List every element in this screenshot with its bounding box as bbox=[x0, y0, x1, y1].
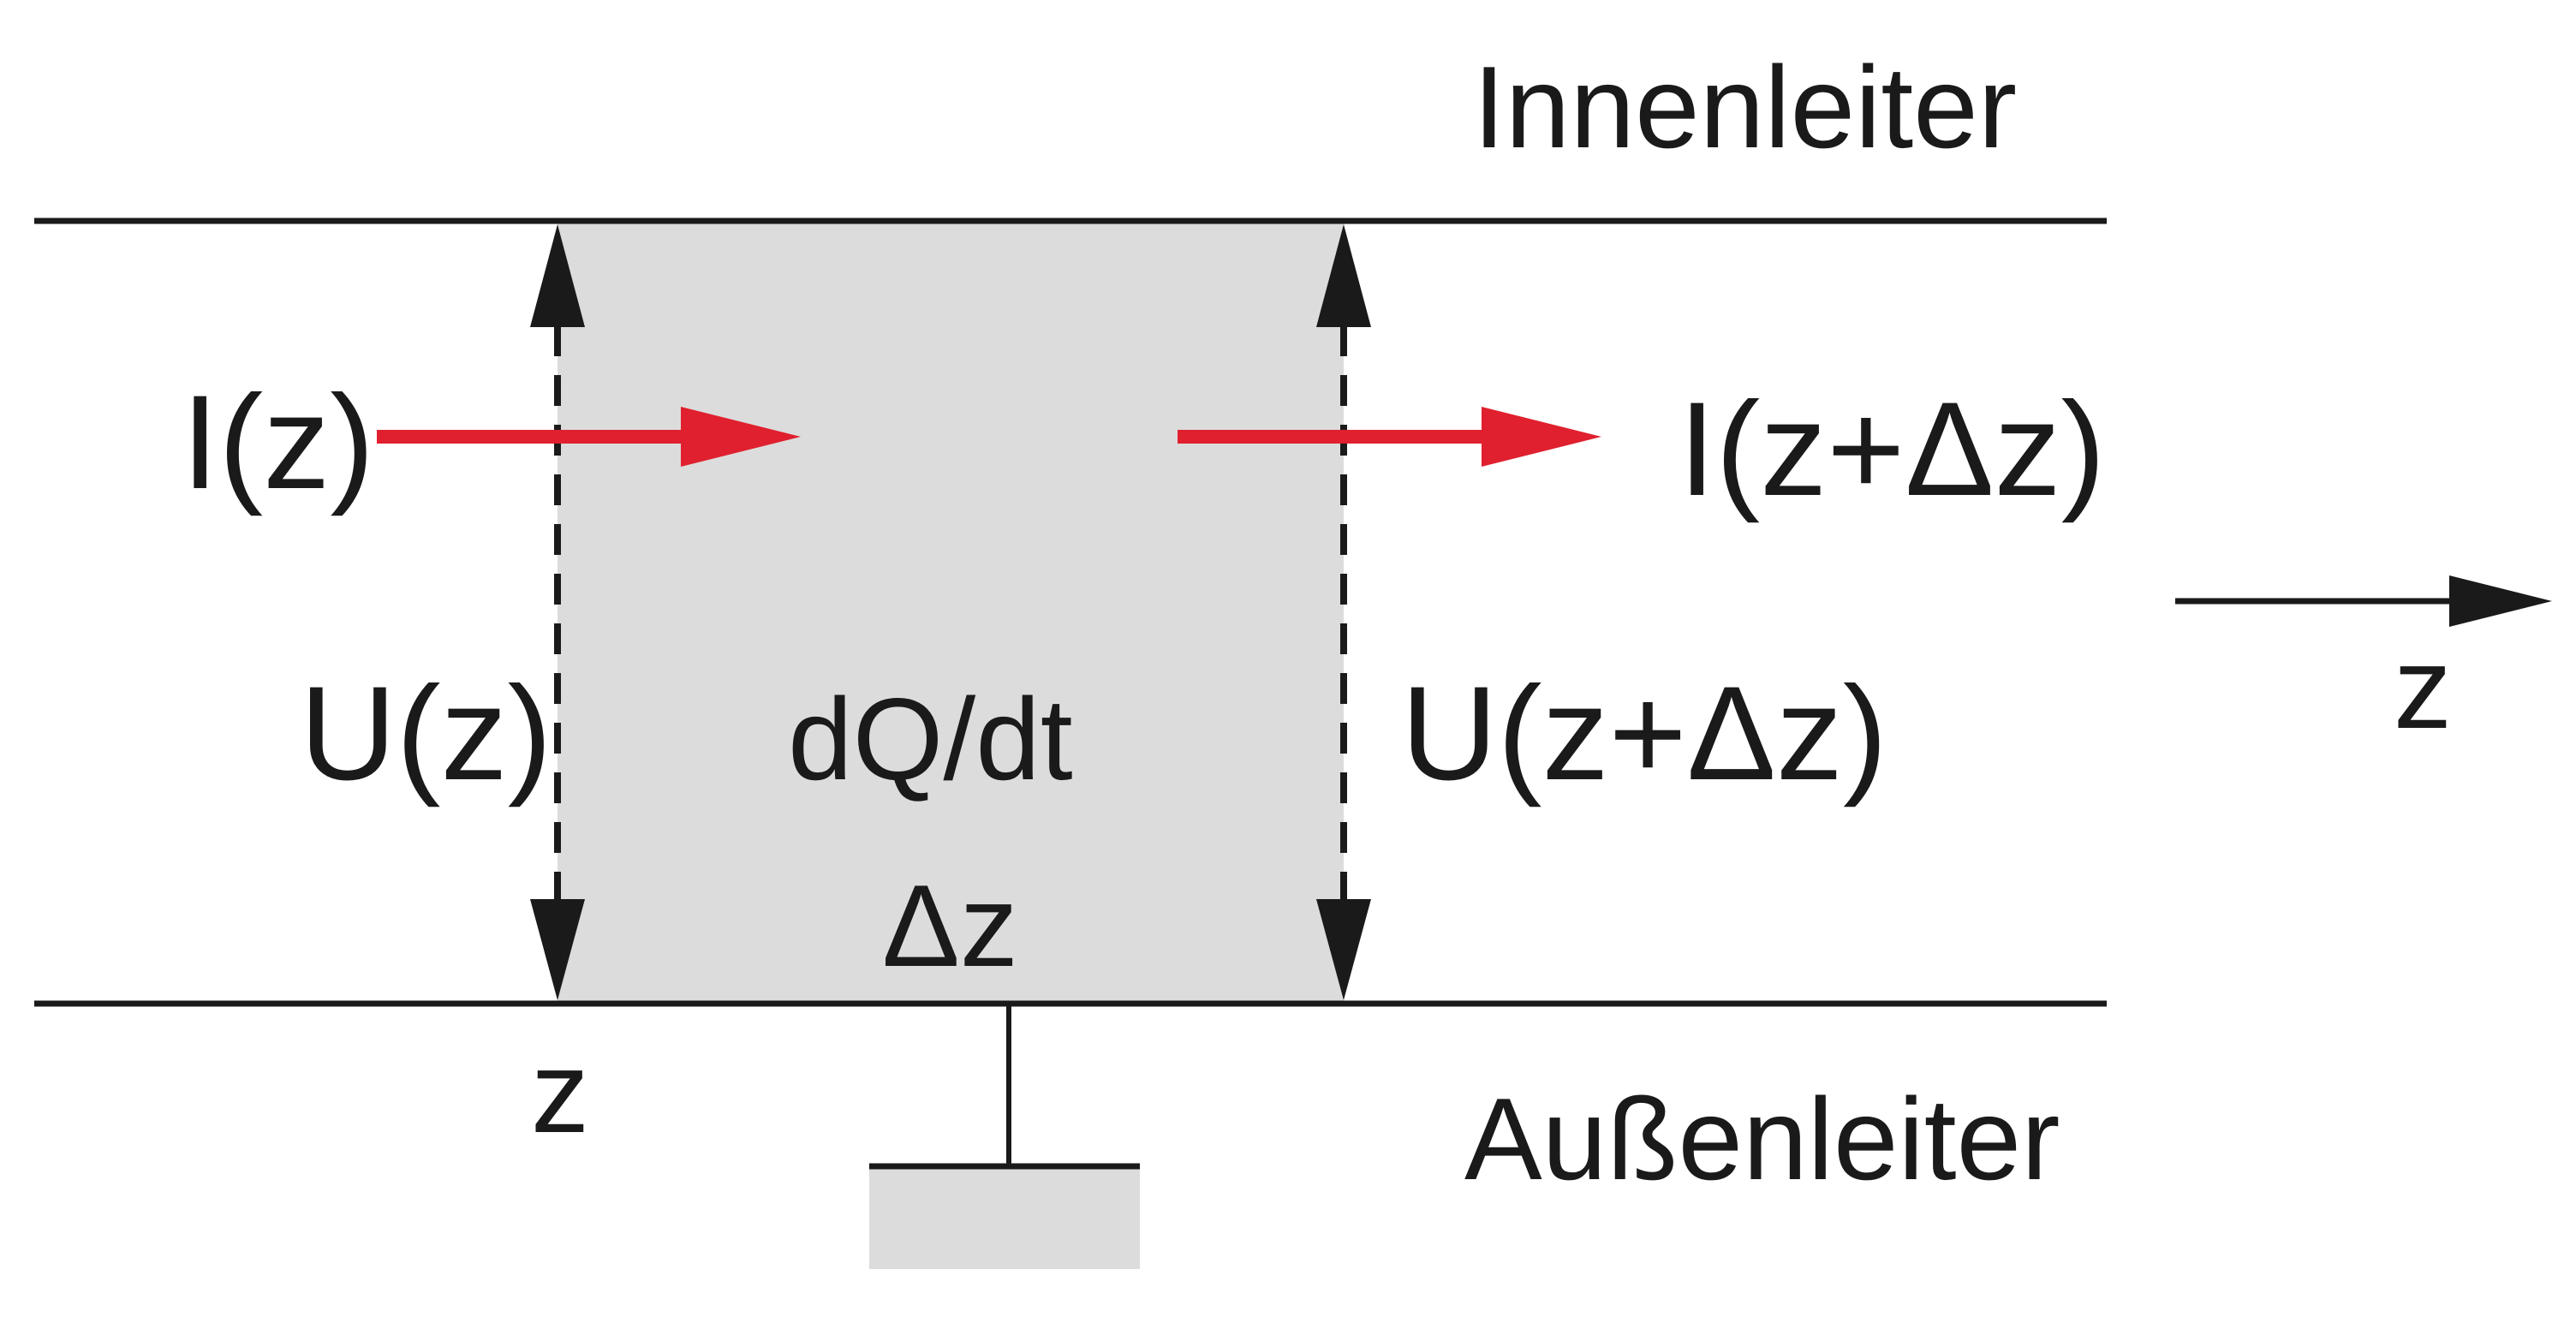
segment-length-label: Δz bbox=[882, 861, 1018, 991]
charge-rate-label: dQ/dt bbox=[788, 674, 1073, 804]
inner-conductor-label: Innenleiter bbox=[1473, 42, 2017, 172]
line-element-region bbox=[558, 221, 1344, 1002]
outer-conductor-label: Außenleiter bbox=[1464, 1074, 2060, 1204]
axis-label: z bbox=[2394, 623, 2452, 753]
current-arrow-out bbox=[1178, 407, 1601, 467]
ground-block bbox=[869, 1166, 1140, 1269]
current-out-label: I(z+Δz) bbox=[1679, 375, 2106, 524]
z-axis-arrow bbox=[2175, 575, 2552, 627]
voltage-out-label: U(z+Δz) bbox=[1401, 659, 1887, 808]
voltage-arrow-left bbox=[530, 224, 585, 1000]
position-label: z bbox=[531, 1027, 589, 1157]
voltage-arrow-right bbox=[1316, 224, 1371, 1000]
current-arrow-in bbox=[377, 407, 801, 467]
current-in-label: I(z) bbox=[182, 368, 374, 517]
voltage-in-label: U(z) bbox=[300, 659, 552, 808]
